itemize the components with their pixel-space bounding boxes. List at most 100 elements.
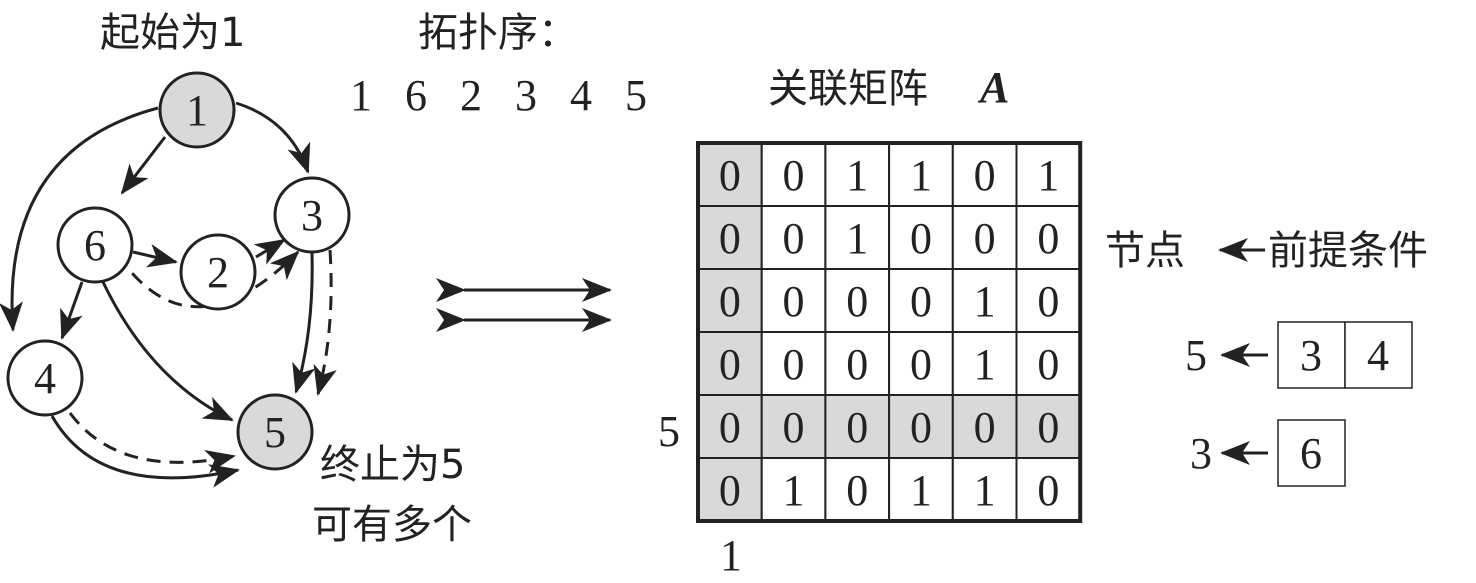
prereq-header-cond: 前提条件	[1268, 228, 1428, 274]
condition-box	[1344, 321, 1413, 389]
topo-order-item: 1	[350, 71, 372, 120]
matrix-cell-value: 0	[974, 403, 996, 452]
matrix-cell	[888, 205, 954, 270]
matrix-cell-value: 0	[783, 151, 805, 200]
matrix-cell-value: 0	[719, 340, 741, 389]
condition-box	[1277, 321, 1346, 389]
node-circle	[158, 71, 236, 149]
graph-node-5: 5	[236, 393, 314, 471]
edge-1-to-3-solid	[235, 101, 311, 174]
matrix-cell	[824, 268, 891, 333]
topo-order-item: 3	[515, 71, 537, 120]
prereq-node: 5	[1185, 331, 1207, 380]
prereq-header-node: 节点	[1105, 228, 1185, 274]
matrix-cell-value: 0	[910, 403, 932, 452]
matrix-cell	[951, 457, 1018, 522]
edge-4-to-5-dashed	[68, 412, 236, 474]
matrix-cell-value: 0	[719, 403, 741, 452]
matrix-cell-value: 0	[910, 277, 932, 326]
matrix-symbol: A	[977, 63, 1009, 112]
matrix-cell	[1015, 205, 1082, 270]
edge-3-to-5-dashed	[313, 249, 337, 396]
matrix-cell-value: 0	[783, 403, 805, 452]
matrix-cell-value: 1	[846, 214, 868, 263]
matrix-cell-value: 0	[719, 214, 741, 263]
edge-6-to-2-solid	[132, 243, 178, 268]
graph-node-2: 2	[179, 233, 257, 311]
matrix-cell-value: 0	[846, 340, 868, 389]
condition-value: 3	[1300, 331, 1322, 380]
node-label: 1	[186, 86, 208, 135]
matrix-cell	[760, 268, 827, 333]
matrix-cell-value: 1	[910, 466, 932, 515]
matrix-cell-value: 0	[783, 277, 805, 326]
matrix-cell-value: 1	[783, 466, 805, 515]
matrix-cell-value: 0	[1037, 214, 1059, 263]
prereq-header: 节点 前提条件	[1105, 228, 1428, 274]
topo-order-item: 6	[405, 71, 427, 120]
matrix-cell-value: 0	[719, 277, 741, 326]
condition-box	[1277, 419, 1346, 487]
graph-node-3: 3	[273, 176, 351, 254]
matrix-cell	[1015, 331, 1082, 396]
matrix-cell-value: 1	[910, 151, 932, 200]
node-circle	[6, 339, 84, 417]
condition-value: 4	[1367, 331, 1389, 380]
matrix-cell-value: 0	[974, 214, 996, 263]
edge-1-to-4-solid	[0, 106, 159, 332]
node-circle	[236, 393, 314, 471]
start-label: 起始为1	[100, 10, 245, 56]
matrix-cell-value: 0	[846, 466, 868, 515]
matrix-cell-value: 1	[1037, 151, 1059, 200]
matrix-cell-value: 1	[846, 151, 868, 200]
graph-nodes: 1 6 2 3 4 5	[6, 71, 351, 471]
topo-order-item: 2	[460, 71, 482, 120]
edge-6-to-5-solid	[101, 281, 234, 422]
matrix-cell	[824, 205, 891, 270]
matrix-cell-value: 0	[910, 340, 932, 389]
prereq-node: 3	[1190, 429, 1212, 478]
matrix-cell-value: 0	[846, 403, 868, 452]
matrix-cell-value: 0	[1037, 340, 1059, 389]
edge-4-to-5-solid	[50, 415, 240, 488]
equivalence-arrows	[436, 278, 612, 332]
matrix-cell-value: 0	[719, 466, 741, 515]
matrix-title-text: 关联矩阵	[768, 66, 928, 112]
matrix-cell-value: 1	[974, 277, 996, 326]
node-label: 3	[301, 191, 323, 240]
matrix-cell-value: 0	[974, 151, 996, 200]
matrix-cell	[760, 331, 827, 396]
matrix-cell	[888, 268, 954, 333]
edge-6-to-4-solid	[60, 281, 84, 340]
edge-1-to-6-solid	[120, 136, 167, 195]
node-label: 5	[264, 408, 286, 457]
edge-2-to-3-solid	[253, 238, 286, 265]
graph-edges	[0, 101, 337, 488]
matrix-title: 关联矩阵 A	[768, 63, 1009, 112]
graph-node-4: 4	[6, 339, 84, 417]
matrix-cell	[1015, 394, 1082, 459]
matrix-cell-value: 0	[783, 214, 805, 263]
topo-order-item: 4	[570, 71, 592, 120]
node-label: 4	[34, 354, 56, 403]
matrix-cell	[697, 268, 763, 333]
node-label: 6	[84, 221, 106, 270]
node-label: 2	[207, 248, 229, 297]
topo-order-title: 拓扑序：	[418, 10, 578, 56]
topo-order-item: 5	[625, 71, 647, 120]
matrix-cell-value: 0	[1037, 403, 1059, 452]
end-label-line1: 终止为5	[320, 442, 465, 488]
matrix-cell-value: 0	[1037, 277, 1059, 326]
matrix-cell	[888, 331, 954, 396]
matrix-cell	[697, 205, 763, 270]
node-circle	[273, 176, 351, 254]
row-marker: 5	[658, 407, 680, 456]
matrix-cell-value: 1	[974, 466, 996, 515]
edge-6-to-3-dashed	[116, 250, 300, 309]
matrix-cell	[951, 394, 1018, 459]
matrix-cell	[951, 142, 1018, 207]
